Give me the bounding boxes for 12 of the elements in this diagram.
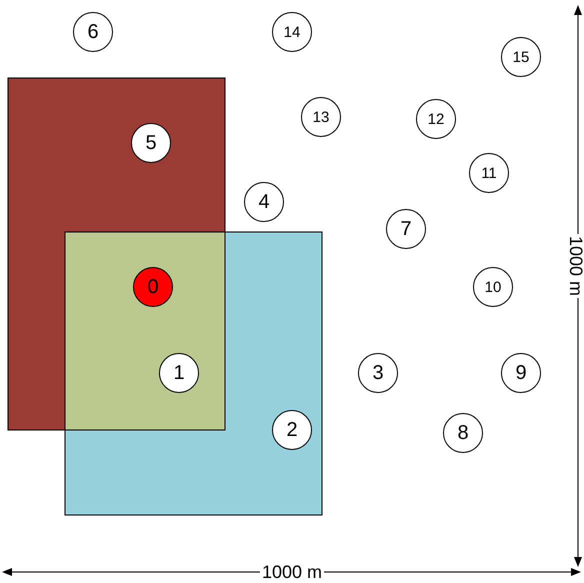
site-marker: 14 bbox=[272, 12, 312, 52]
site-marker: 12 bbox=[416, 99, 456, 139]
site-marker: 10 bbox=[473, 267, 513, 307]
site-marker: 9 bbox=[501, 353, 541, 393]
site-marker: 3 bbox=[358, 353, 398, 393]
site-marker: 7 bbox=[386, 209, 426, 249]
site-marker: 15 bbox=[501, 37, 541, 77]
site-marker: 13 bbox=[301, 97, 341, 137]
site-marker: 11 bbox=[469, 153, 509, 193]
site-marker: 4 bbox=[244, 182, 284, 222]
site-marker: 6 bbox=[73, 12, 113, 52]
site-marker: 8 bbox=[443, 413, 483, 453]
